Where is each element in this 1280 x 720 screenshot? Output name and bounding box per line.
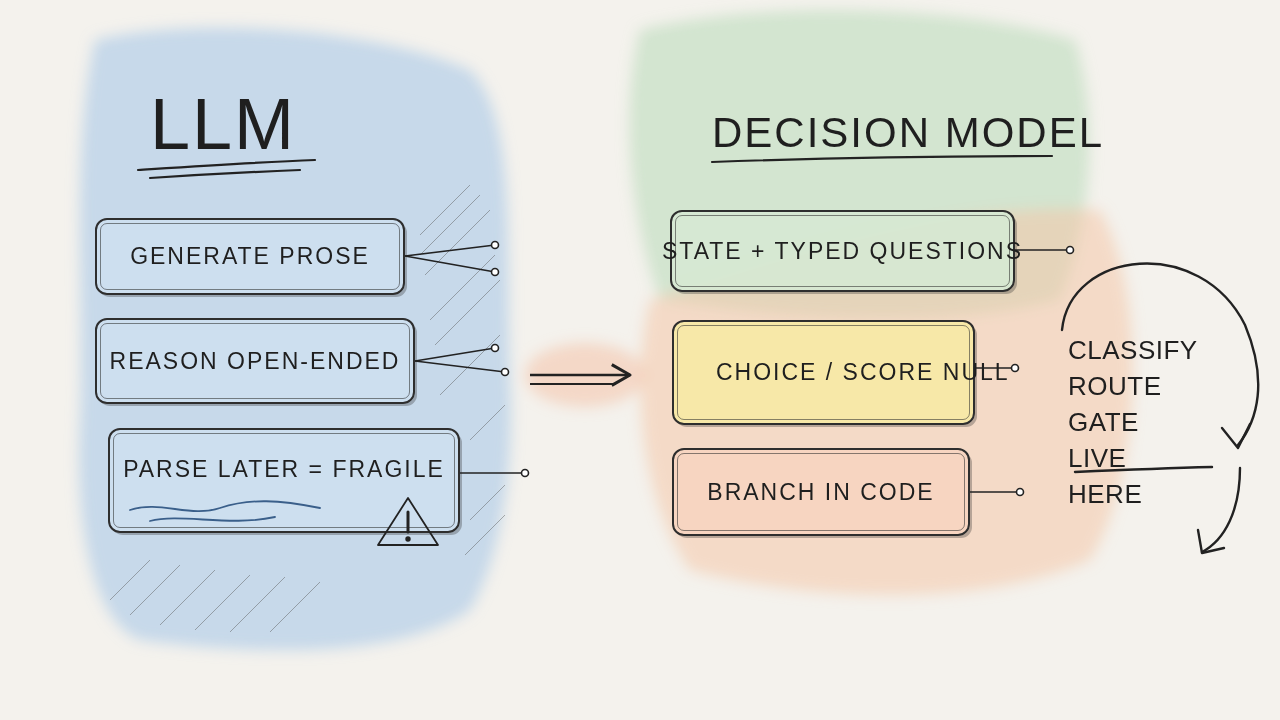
process-box: GENERATE PROSE xyxy=(95,218,405,295)
loop-note: CLASSIFY ROUTE GATE LIVE HERE xyxy=(1068,332,1200,512)
box-label: GENERATE PROSE xyxy=(130,245,370,268)
process-box: CHOICE / SCORE NULL xyxy=(672,320,975,425)
process-box: PARSE LATER = FRAGILE xyxy=(108,428,460,533)
column-heading: LLM xyxy=(150,88,296,160)
process-box: BRANCH IN CODE xyxy=(672,448,970,536)
watercolor-wash xyxy=(79,10,1133,650)
hatching xyxy=(110,185,505,632)
box-label: CHOICE / SCORE NULL xyxy=(716,361,931,384)
column-heading: DECISION MODEL xyxy=(712,112,1104,154)
flow-arrow xyxy=(530,374,630,377)
process-box: REASON OPEN-ENDED xyxy=(95,318,415,404)
box-label: STATE + TYPED QUESTIONS xyxy=(662,240,1023,263)
box-label: REASON OPEN-ENDED xyxy=(110,350,401,373)
box-label: BRANCH IN CODE xyxy=(707,481,934,504)
loop-arrow xyxy=(1062,264,1258,553)
arrow-shaft-line xyxy=(530,383,616,385)
column-band: DECISION MODELSTATE + TYPED QUESTIONSCHO… xyxy=(630,80,1050,670)
box-label: PARSE LATER = FRAGILE xyxy=(123,458,445,481)
column-band: LLM GENERATE PROSE REASON OPEN-ENDED PARSE … xyxy=(80,80,530,670)
box-decoration xyxy=(130,498,438,545)
process-box: STATE + TYPED QUESTIONS xyxy=(670,210,1015,292)
